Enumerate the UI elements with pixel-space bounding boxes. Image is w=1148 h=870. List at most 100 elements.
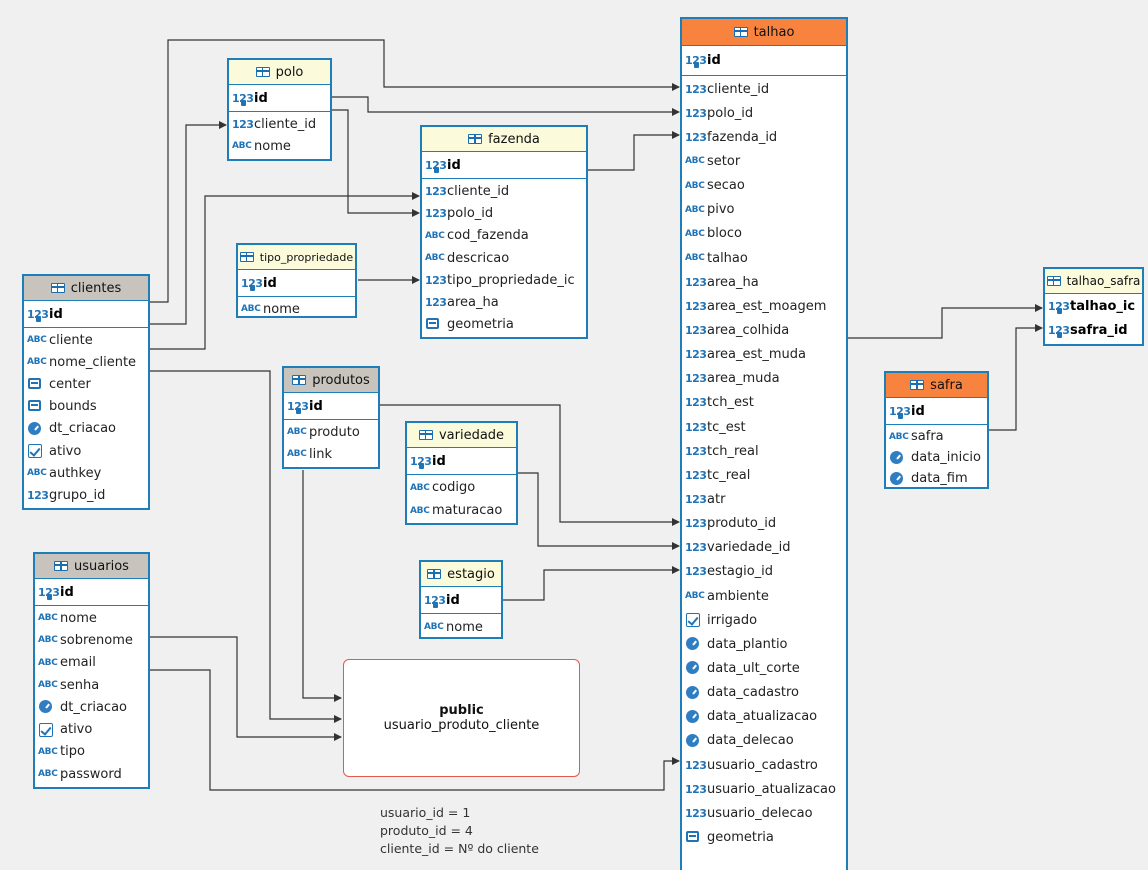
numeric-123-icon: 123 [685, 323, 707, 337]
column-row[interactable]: bounds [24, 396, 148, 418]
column-row[interactable]: data_atualizacao [682, 705, 846, 729]
column-row[interactable]: geometria [682, 825, 846, 849]
column-row[interactable]: ativo [35, 718, 148, 740]
note-box-usuario-produto-cliente[interactable]: public usuario_produto_cliente [343, 659, 580, 777]
column-row[interactable]: data_delecao [682, 729, 846, 753]
column-row[interactable]: data_cadastro [682, 681, 846, 705]
column-row[interactable]: dt_criacao [24, 418, 148, 440]
column-row[interactable]: data_plantio [682, 632, 846, 656]
edge-fazenda-talhao-fazenda [588, 131, 680, 171]
table-header: produtos [284, 368, 378, 393]
column-row[interactable]: dt_criacao [35, 696, 148, 718]
column-row[interactable]: geometria [422, 314, 586, 336]
column-name: center [49, 376, 91, 392]
column-row[interactable]: data_inicio [886, 447, 987, 468]
column-row[interactable]: irrigado [682, 608, 846, 632]
column-row[interactable]: center [24, 373, 148, 395]
numeric-123-icon: 123 [425, 206, 447, 220]
column-row[interactable]: ativo [24, 440, 148, 462]
edge-produtos-note [302, 470, 342, 702]
column-row[interactable]: data_fim [886, 468, 987, 487]
clock-icon [685, 709, 704, 724]
column-row[interactable]: data_ult_corte [682, 656, 846, 680]
